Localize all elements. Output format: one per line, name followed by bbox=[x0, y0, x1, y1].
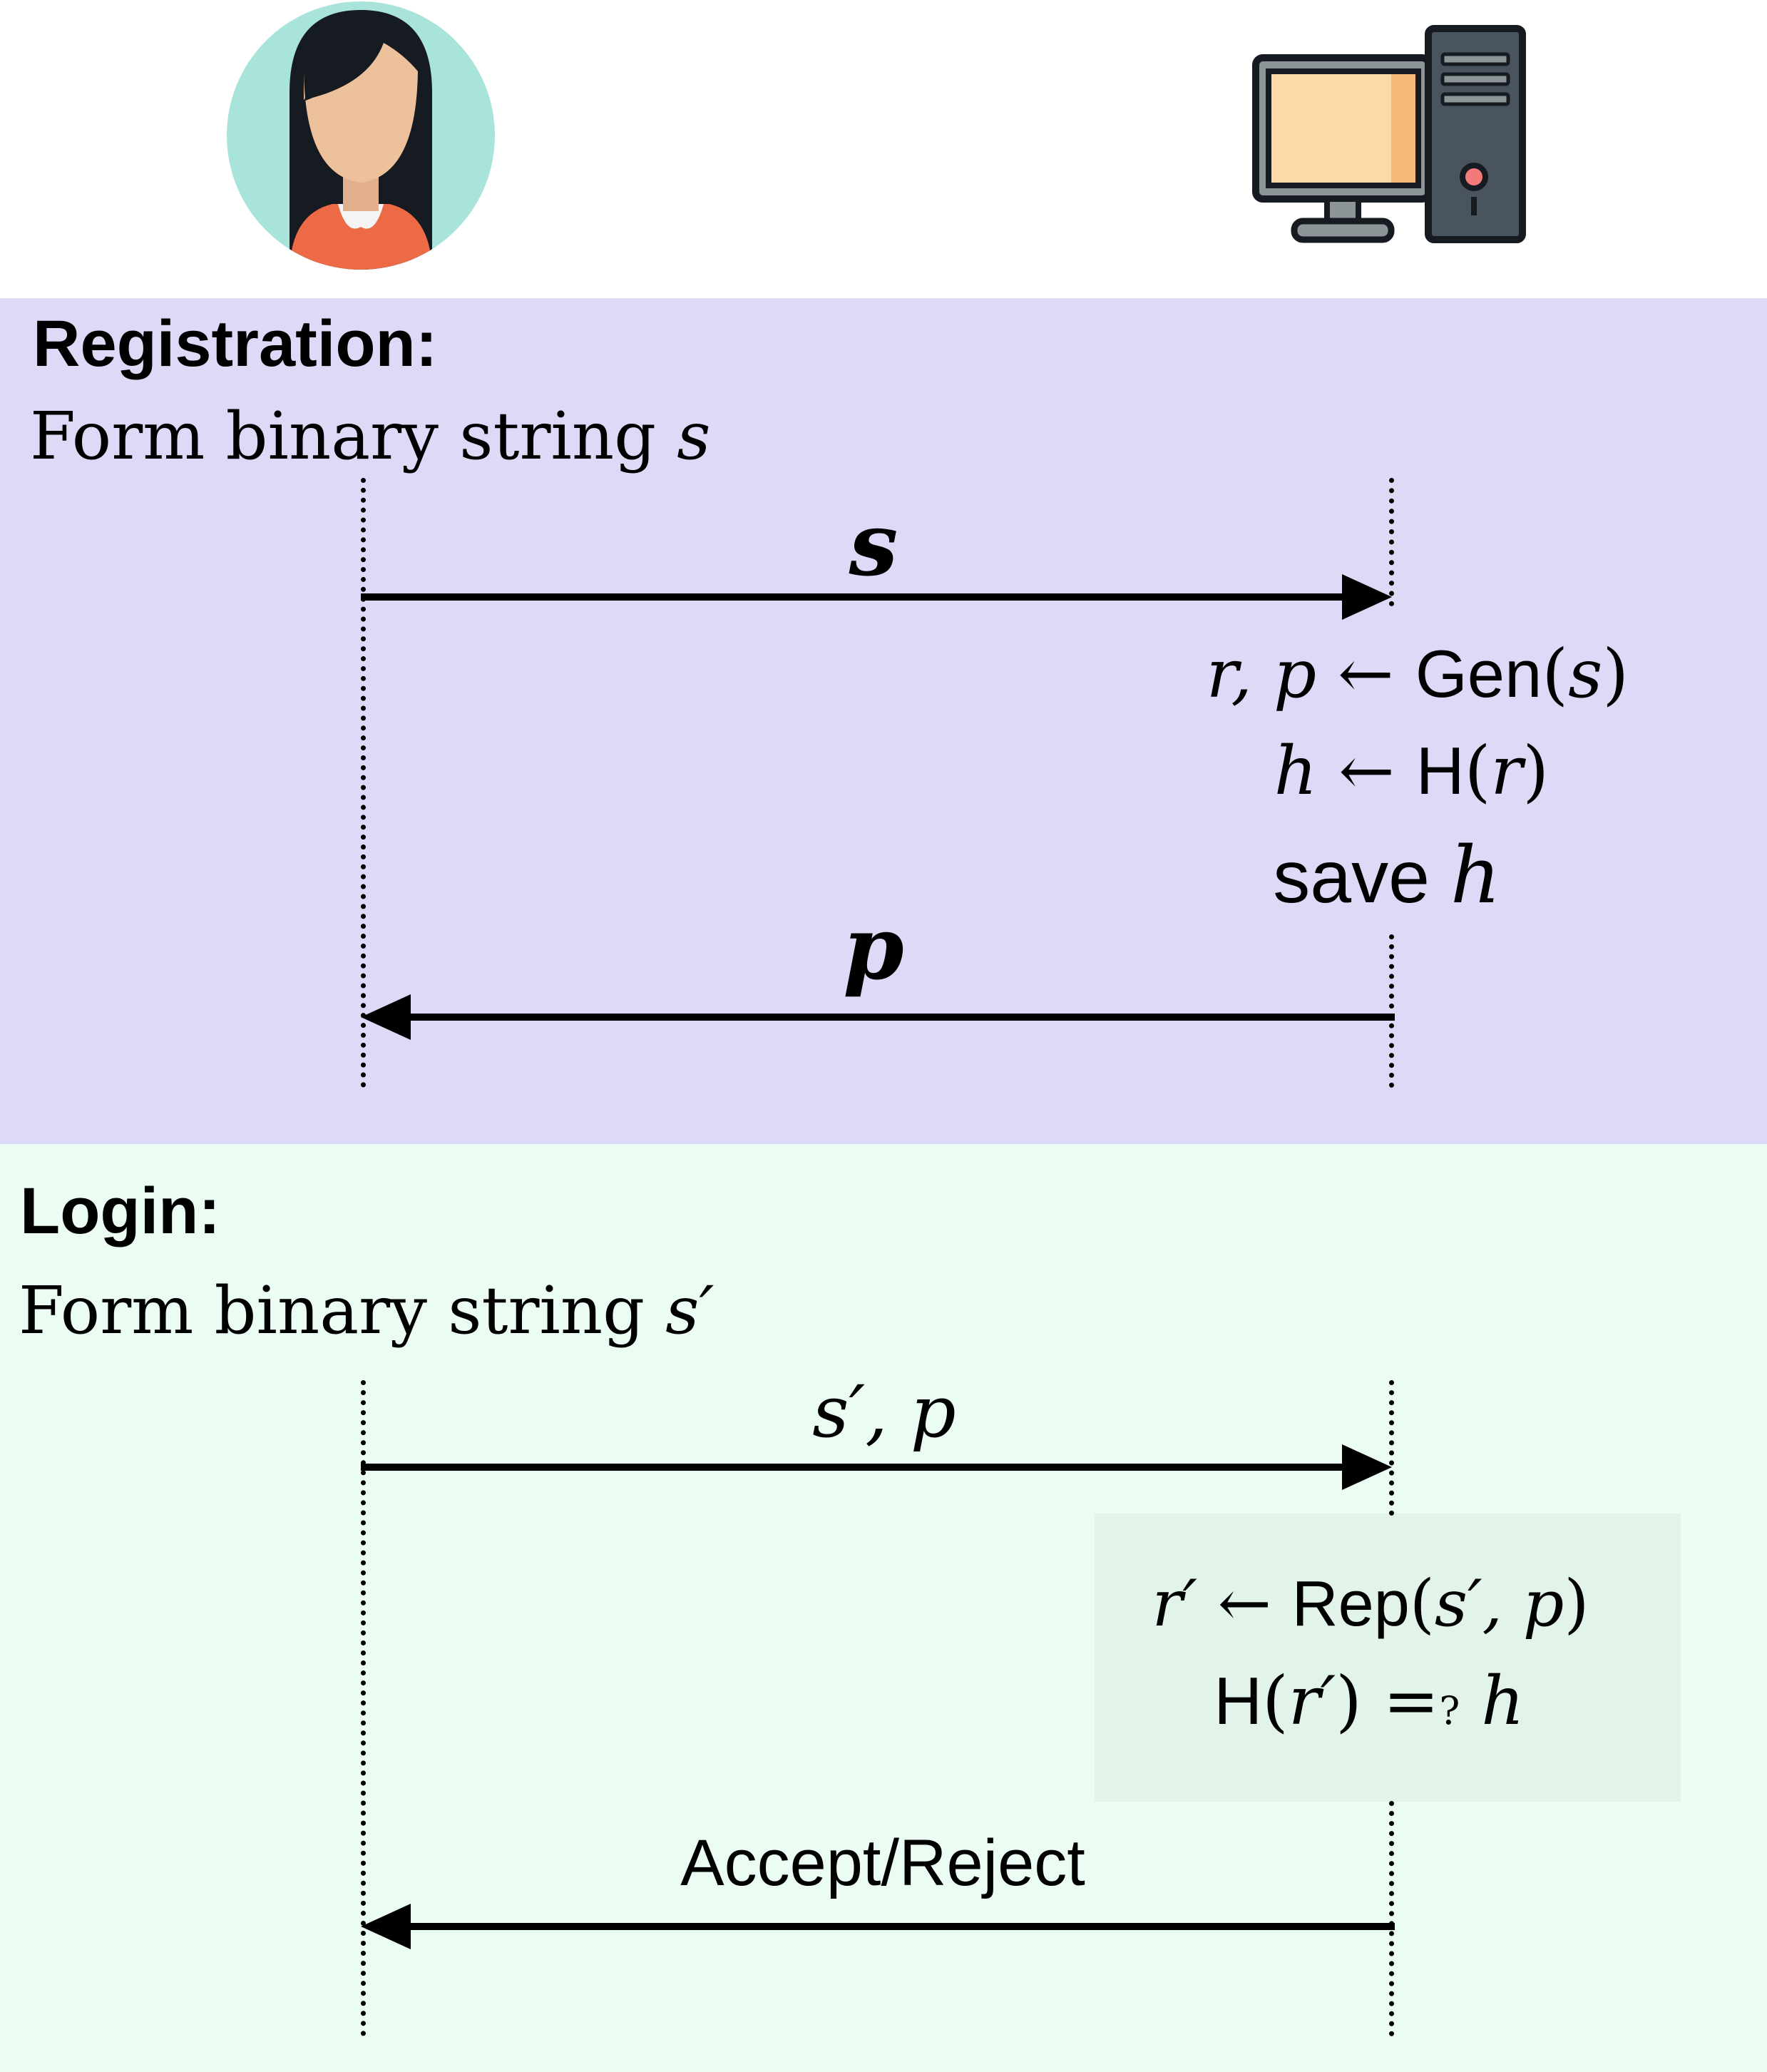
server-step-gen: r, p ← Gen(s) bbox=[1206, 636, 1629, 713]
arrow-send-s-prime-p bbox=[361, 1444, 1392, 1490]
server-step-check: H(r′) =? h bbox=[1214, 1663, 1525, 1740]
login-client-step: Form binary string s′ bbox=[19, 1272, 715, 1349]
server-lifeline-registration-bottom bbox=[1389, 934, 1394, 1088]
user-avatar-icon bbox=[227, 1, 495, 270]
server-step-save: save h bbox=[1273, 830, 1501, 921]
message-label-s: s bbox=[849, 493, 898, 596]
server-lifeline-registration-top bbox=[1389, 478, 1394, 606]
desktop-computer-icon bbox=[1252, 25, 1526, 243]
message-label-s-prime-p: s′, p bbox=[812, 1370, 956, 1454]
registration-section bbox=[0, 298, 1767, 1144]
server-step-rep: r′ ← Rep(s′, p) bbox=[1152, 1566, 1589, 1641]
verification-box bbox=[1095, 1514, 1681, 1802]
login-heading: Login: bbox=[20, 1175, 220, 1247]
server-lifeline-login-bottom bbox=[1389, 1801, 1394, 2036]
server-step-hash: h ← H(r) bbox=[1274, 733, 1549, 810]
client-lifeline-login bbox=[361, 1380, 366, 2036]
registration-heading: Registration: bbox=[33, 307, 438, 380]
arrow-accept-reject bbox=[361, 1904, 1395, 1949]
arrow-send-s bbox=[361, 574, 1392, 620]
registration-client-step: Form binary string s bbox=[30, 398, 711, 474]
message-label-p: p bbox=[843, 897, 904, 999]
message-label-accept-reject: Accept/Reject bbox=[680, 1827, 1085, 1899]
server-lifeline-login-top bbox=[1389, 1380, 1394, 1516]
arrow-return-p bbox=[361, 994, 1395, 1040]
client-lifeline-registration bbox=[361, 478, 366, 1088]
